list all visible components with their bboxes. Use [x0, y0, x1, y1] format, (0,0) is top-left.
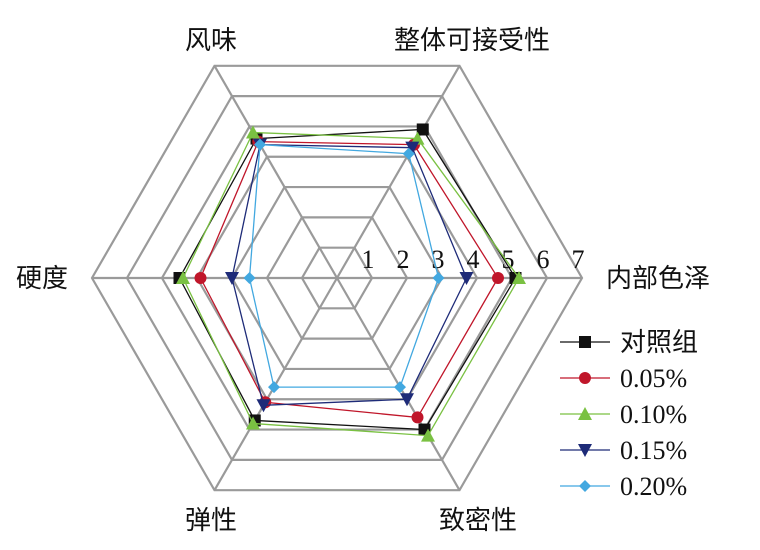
grid — [90, 64, 584, 492]
tick-label-3: 3 — [432, 245, 445, 274]
axis-label-1: 致密性 — [439, 506, 517, 536]
legend-label-1: 0.05% — [620, 364, 687, 393]
axis-label-3: 硬度 — [16, 264, 68, 294]
series-1-point-3 — [194, 272, 207, 284]
tick-label-7: 7 — [572, 245, 585, 274]
series-3-point-1 — [400, 393, 414, 407]
series-3-point-0 — [459, 272, 474, 285]
series-2-point-3 — [176, 271, 190, 284]
axis-label-5: 整体可接受性 — [394, 26, 550, 56]
legend-item-4: 0.20% — [560, 472, 687, 501]
grid-spoke-5 — [336, 65, 461, 279]
series-4-point-4 — [254, 138, 266, 151]
legend-swatch-marker-0 — [579, 336, 591, 348]
tick-label-4: 4 — [467, 245, 480, 274]
legend-swatch-marker-2 — [578, 407, 592, 420]
axis-label-0: 内部色泽 — [606, 264, 710, 294]
axis-label-2: 弹性 — [185, 506, 237, 536]
series-4-point-0 — [432, 272, 445, 284]
axis-label-4: 风味 — [185, 26, 237, 56]
series-4-point-2 — [268, 381, 280, 394]
series-3-point-2 — [256, 399, 271, 413]
legend-swatch-marker-3 — [578, 444, 592, 457]
legend: 对照组 0.05% 0.10% 0.15% 0.20% — [560, 328, 698, 501]
series-1-point-0 — [492, 272, 504, 284]
series-2-point-0 — [512, 271, 526, 284]
legend-label-0: 对照组 — [620, 328, 698, 358]
series-layer — [173, 123, 526, 442]
tick-label-2: 2 — [397, 245, 410, 274]
series-4-point-3 — [243, 272, 256, 284]
legend-label-4: 0.20% — [620, 472, 687, 501]
series-1 — [194, 135, 504, 424]
series-2-point-1 — [421, 428, 435, 442]
legend-item-0: 对照组 — [560, 328, 698, 358]
legend-swatch-marker-1 — [579, 372, 591, 384]
series-3-point-3 — [225, 272, 239, 285]
legend-label-3: 0.15% — [620, 436, 687, 465]
series-2-point-5 — [410, 131, 425, 145]
legend-item-3: 0.15% — [560, 436, 687, 465]
series-line-3 — [231, 143, 468, 406]
grid-spoke-4 — [213, 65, 338, 279]
series-4-point-1 — [394, 381, 406, 394]
series-4-point-5 — [402, 147, 415, 160]
series-1-point-1 — [411, 411, 424, 424]
series-4 — [243, 138, 445, 394]
tick-label-6: 6 — [537, 245, 550, 274]
series-3-point-5 — [405, 141, 420, 155]
legend-label-2: 0.10% — [620, 400, 687, 429]
legend-item-2: 0.10% — [560, 400, 687, 429]
legend-item-1: 0.05% — [560, 364, 687, 393]
legend-swatch-marker-4 — [579, 480, 591, 492]
series-2 — [176, 125, 526, 442]
series-2-point-4 — [246, 125, 260, 139]
series-0-point-5 — [416, 123, 429, 136]
tick-label-1: 1 — [362, 245, 375, 274]
series-2-point-2 — [246, 416, 260, 430]
